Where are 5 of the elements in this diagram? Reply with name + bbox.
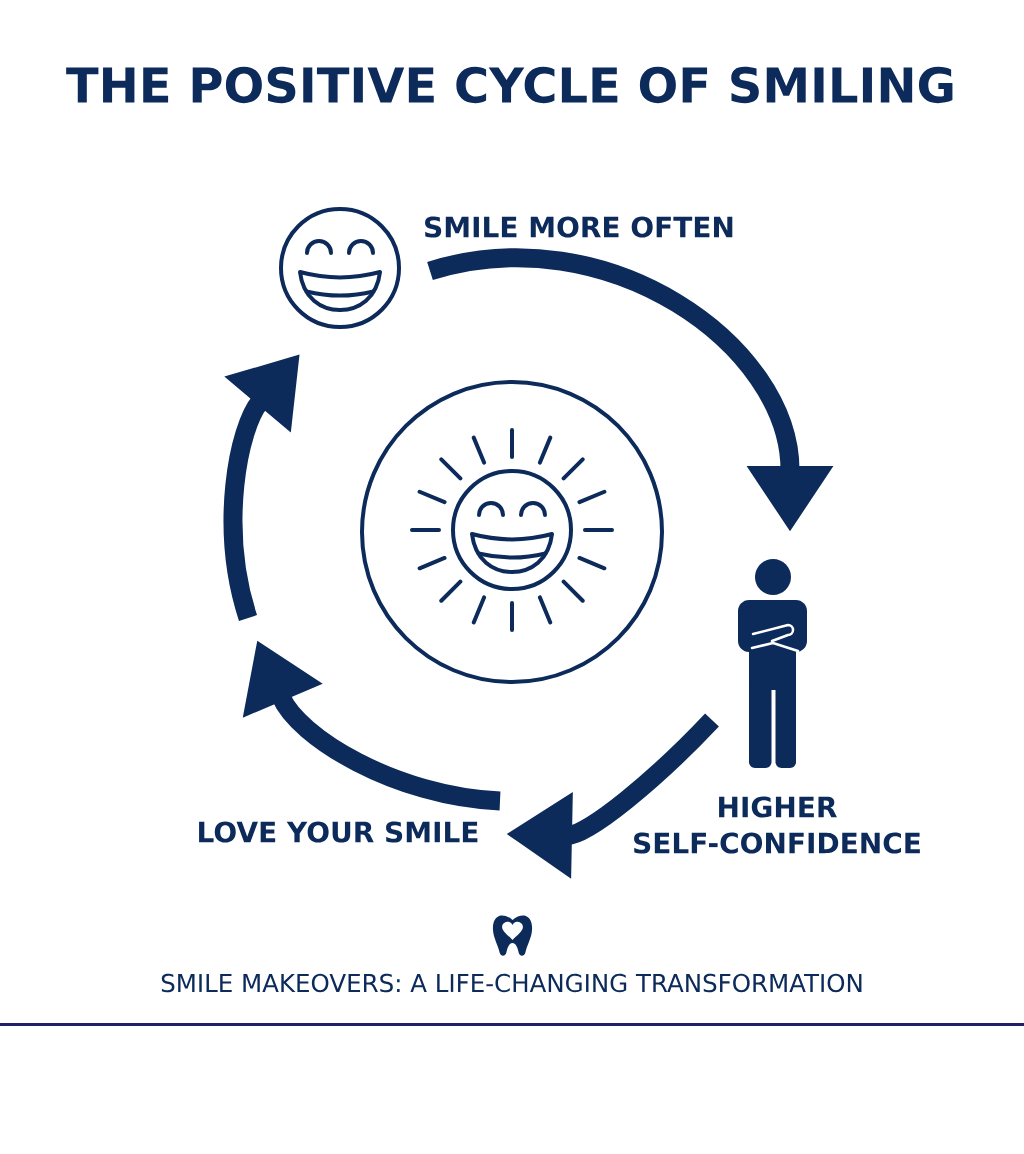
- stage-label: SMILE MORE OFTEN: [425, 216, 733, 238]
- title: THE POSITIVE CYCLE OF SMILING: [66, 66, 953, 104]
- stage-label: LOVE YOUR SMILE: [199, 821, 478, 843]
- caption: SMILE MAKEOVERS: A LIFE-CHANGING TRANSFORMATION: [161, 973, 862, 993]
- stage-label: HIGHER SELF-CONFIDENCE: [634, 796, 920, 854]
